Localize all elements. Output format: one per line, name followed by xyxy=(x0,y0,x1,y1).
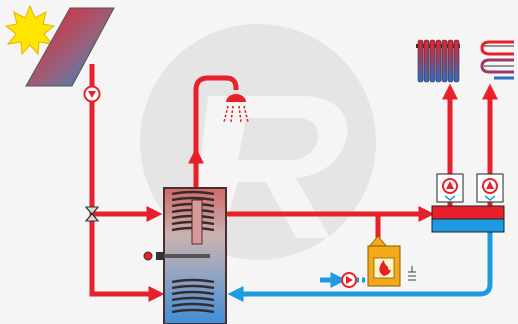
hot-water-to-shower-pipe xyxy=(193,75,239,212)
radiator-pump-icon xyxy=(436,173,464,203)
solar-panel-icon xyxy=(25,7,115,87)
floor-pump-icon xyxy=(476,173,504,203)
heating-element-icon xyxy=(143,251,210,261)
boiler-pump-icon xyxy=(341,272,357,288)
lower-coil xyxy=(171,278,215,314)
solar-pump-icon xyxy=(83,85,101,103)
shower-icon xyxy=(223,94,249,123)
sun-icon xyxy=(4,4,56,56)
floor-heating-coil-icon xyxy=(480,40,514,80)
manifold-icon xyxy=(431,205,505,233)
valve-icon xyxy=(84,206,100,222)
solar-supply-pipe xyxy=(89,72,165,303)
flue-icon xyxy=(408,266,416,281)
return-pipe xyxy=(227,232,493,303)
radiator-icon xyxy=(416,39,460,83)
flame-icon xyxy=(367,235,401,287)
